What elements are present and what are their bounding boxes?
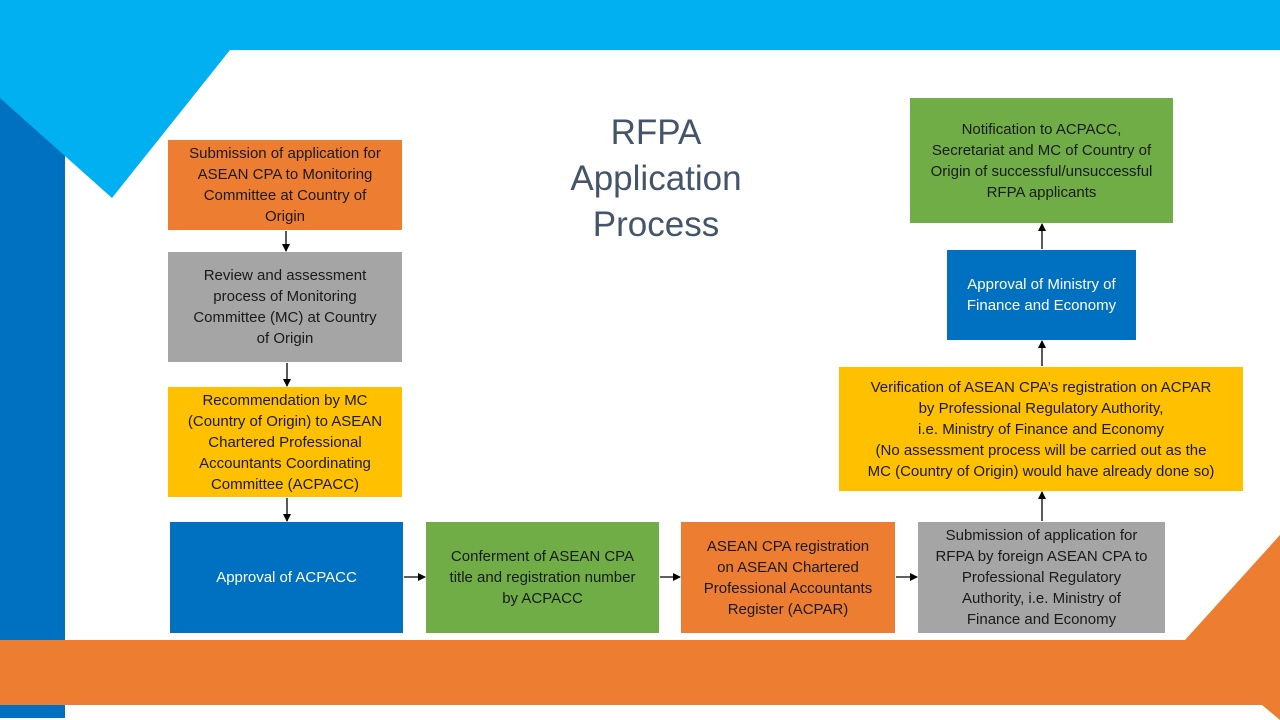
step-text-line: by Professional Regulatory Authority, (918, 399, 1164, 417)
step-text-line: MC (Country of Origin) would have alread… (867, 462, 1215, 480)
step-notification: Notification to ACPACC, Secretariat and … (910, 98, 1173, 223)
step-text-line: Submission of application for (945, 527, 1138, 544)
step-text-line: ASEAN CPA registration (706, 537, 870, 555)
step-text-line: (No assessment process will be carried o… (875, 441, 1207, 459)
step-text-line: Committee at Country of (203, 187, 367, 204)
step-text-line: Notification to ACPACC, (961, 120, 1122, 138)
step-text-line: Accountants Coordinating (199, 454, 371, 472)
step-text-line: i.e. Ministry of Finance and Economy (918, 420, 1164, 438)
step-text-line: by ACPACC (502, 590, 583, 607)
title-line-3: Process (592, 205, 720, 244)
step-review-assessment: Review and assessment process of Monitor… (168, 252, 402, 362)
step-text-line: Submission of application for (189, 145, 381, 162)
title-line-1: RFPA (610, 113, 702, 152)
step-submission-country-of-origin: Submission of application for ASEAN CPA … (168, 140, 402, 230)
step-text-line: Conferment of ASEAN CPA (450, 548, 635, 565)
step-approval-acpacc: Approval of ACPACC (170, 522, 403, 633)
title-line-2: Application (570, 159, 742, 198)
left-dark-blue-bar (0, 98, 65, 718)
step-text-line: process of Monitoring (213, 288, 357, 305)
step-text-line: Chartered Professional (208, 433, 362, 451)
step-text-line: Review and assessment (203, 267, 367, 284)
step-text-line: on ASEAN Chartered (717, 558, 859, 576)
step-text-line: Origin of successful/unsuccessful (930, 162, 1153, 180)
step-text-line: Register (ACPAR) (727, 600, 849, 618)
step-text-line: Committee (ACPACC) (210, 475, 360, 493)
step-text-line: ASEAN CPA to Monitoring (197, 166, 373, 183)
step-text-line: Finance and Economy (966, 297, 1117, 314)
step-text-line: Secretariat and MC of Country of (931, 141, 1152, 159)
top-light-blue-banner (0, 0, 1280, 198)
bottom-left-dark-blue-strip (0, 705, 65, 718)
step-text-line: of Origin (256, 330, 314, 347)
bottom-orange-band (0, 535, 1280, 720)
step-text-line: Verification of ASEAN CPA’s registration… (870, 378, 1212, 396)
step-text-line: (Country of Origin) to ASEAN (187, 412, 383, 430)
step-verification: Verification of ASEAN CPA’s registration… (839, 367, 1243, 491)
step-text-line: Origin (264, 208, 305, 225)
step-recommendation-by-mc: Recommendation by MC (Country of Origin)… (168, 387, 402, 497)
step-text-line: RFPA applicants (986, 183, 1097, 201)
step-conferment: Conferment of ASEAN CPA title and regist… (426, 522, 659, 633)
page-title: RFPA Application Process (540, 110, 772, 248)
step-acpar-registration: ASEAN CPA registration on ASEAN Chartere… (681, 522, 895, 633)
step-text-line: Recommendation by MC (202, 391, 368, 409)
step-text-line: Professional Accountants (703, 579, 873, 597)
step-text-line: Professional Regulatory (961, 569, 1122, 586)
step-text-line: Authority, i.e. Ministry of (962, 590, 1121, 607)
step-text-line: Approval of Ministry of (967, 276, 1116, 293)
step-rfpa-submission: Submission of application for RFPA by fo… (918, 522, 1165, 633)
step-text-line: title and registration number (449, 569, 636, 586)
step-text-line: Committee (MC) at Country (193, 309, 377, 326)
step-text-line: Approval of ACPACC (216, 569, 357, 586)
step-text-line: RFPA by foreign ASEAN CPA to (935, 548, 1148, 565)
step-approval-ministry: Approval of Ministry of Finance and Econ… (947, 250, 1136, 340)
step-text-line: Finance and Economy (966, 611, 1117, 628)
